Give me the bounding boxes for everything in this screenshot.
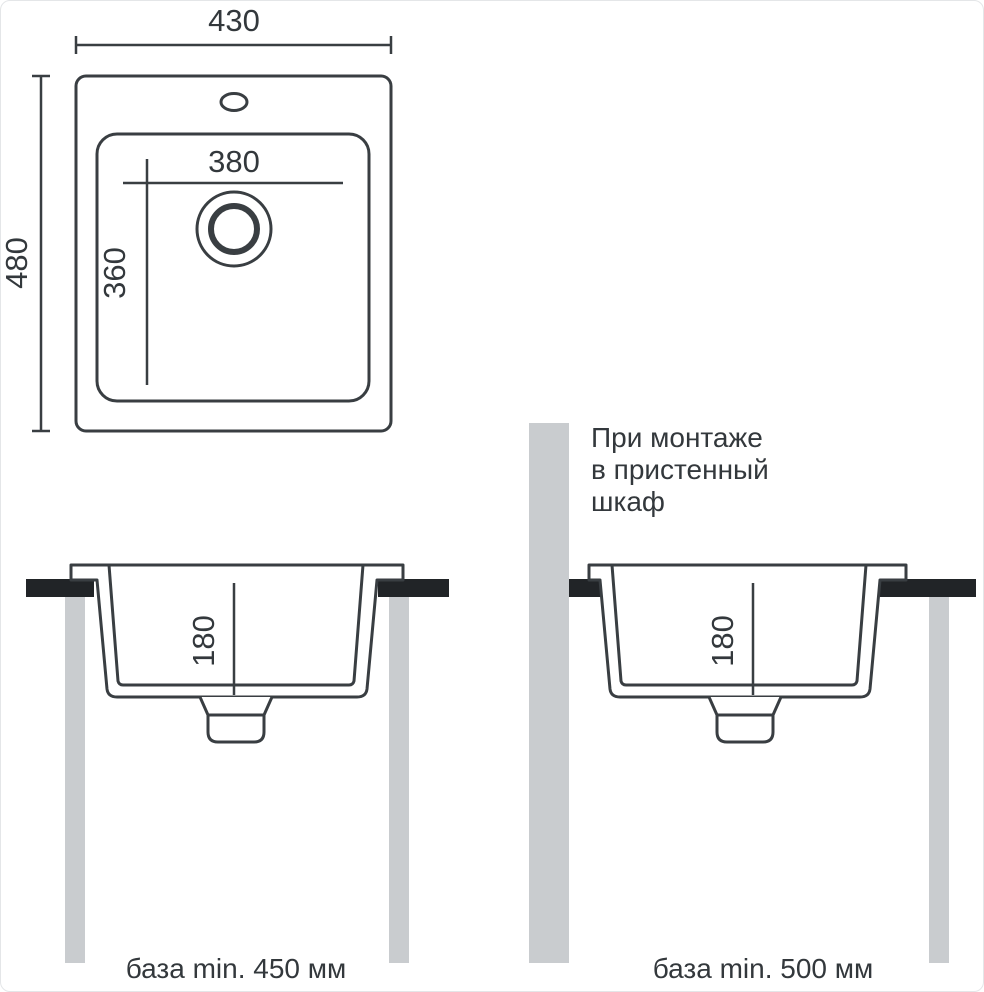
section-view-left: 180 база min. 450 мм bbox=[26, 563, 449, 984]
section-view-right: При монтаже в пристенный шкаф 180 база m… bbox=[529, 422, 976, 984]
dim-width-430: 430 bbox=[74, 3, 393, 54]
cabinet-leg-right bbox=[389, 597, 409, 963]
mounting-note: При монтаже в пристенный шкаф bbox=[591, 422, 769, 517]
dim-depth-180-right: 180 bbox=[705, 583, 755, 695]
cabinet-leg-left bbox=[65, 597, 85, 963]
dim-label-430: 430 bbox=[208, 3, 260, 38]
wall-panel bbox=[529, 423, 569, 963]
countertop-left bbox=[26, 579, 94, 597]
mounting-note-line-2: в пристенный bbox=[591, 454, 769, 485]
dim-bowl-depth-360: 360 bbox=[97, 159, 149, 385]
countertop-right bbox=[378, 579, 449, 597]
drain-outlet bbox=[707, 696, 783, 744]
drain-outlet bbox=[198, 696, 274, 744]
sink-section-body bbox=[587, 563, 908, 699]
sink-section-body bbox=[69, 563, 405, 699]
drain-outer-circle bbox=[195, 190, 273, 268]
dim-line-430 bbox=[74, 36, 393, 54]
dim-height-480: 480 bbox=[1, 74, 50, 433]
sink-section-inner-wall bbox=[610, 564, 868, 687]
base-width-label-450: база min. 450 мм bbox=[126, 953, 347, 984]
dim-bowl-width-380: 380 bbox=[123, 144, 343, 185]
dim-line-480 bbox=[32, 74, 50, 433]
dim-depth-180-left: 180 bbox=[186, 583, 236, 695]
dim-label-180-left: 180 bbox=[186, 615, 221, 667]
dim-label-180-right: 180 bbox=[705, 615, 740, 667]
mounting-note-line-1: При монтаже bbox=[591, 422, 763, 453]
dim-label-380: 380 bbox=[208, 144, 260, 179]
sink-section-inner-wall bbox=[107, 564, 365, 687]
bowl-outline bbox=[95, 132, 371, 403]
countertop-right bbox=[880, 579, 976, 597]
dim-label-360: 360 bbox=[97, 247, 132, 299]
faucet-hole bbox=[219, 92, 249, 112]
base-width-label-500: база min. 500 мм bbox=[653, 953, 874, 984]
mounting-note-line-3: шкаф bbox=[591, 486, 665, 517]
cabinet-leg-right bbox=[929, 597, 949, 963]
dim-label-480: 480 bbox=[1, 237, 34, 289]
drain-inner-ring bbox=[208, 203, 260, 255]
top-view: 430 480 380 360 bbox=[1, 3, 393, 433]
